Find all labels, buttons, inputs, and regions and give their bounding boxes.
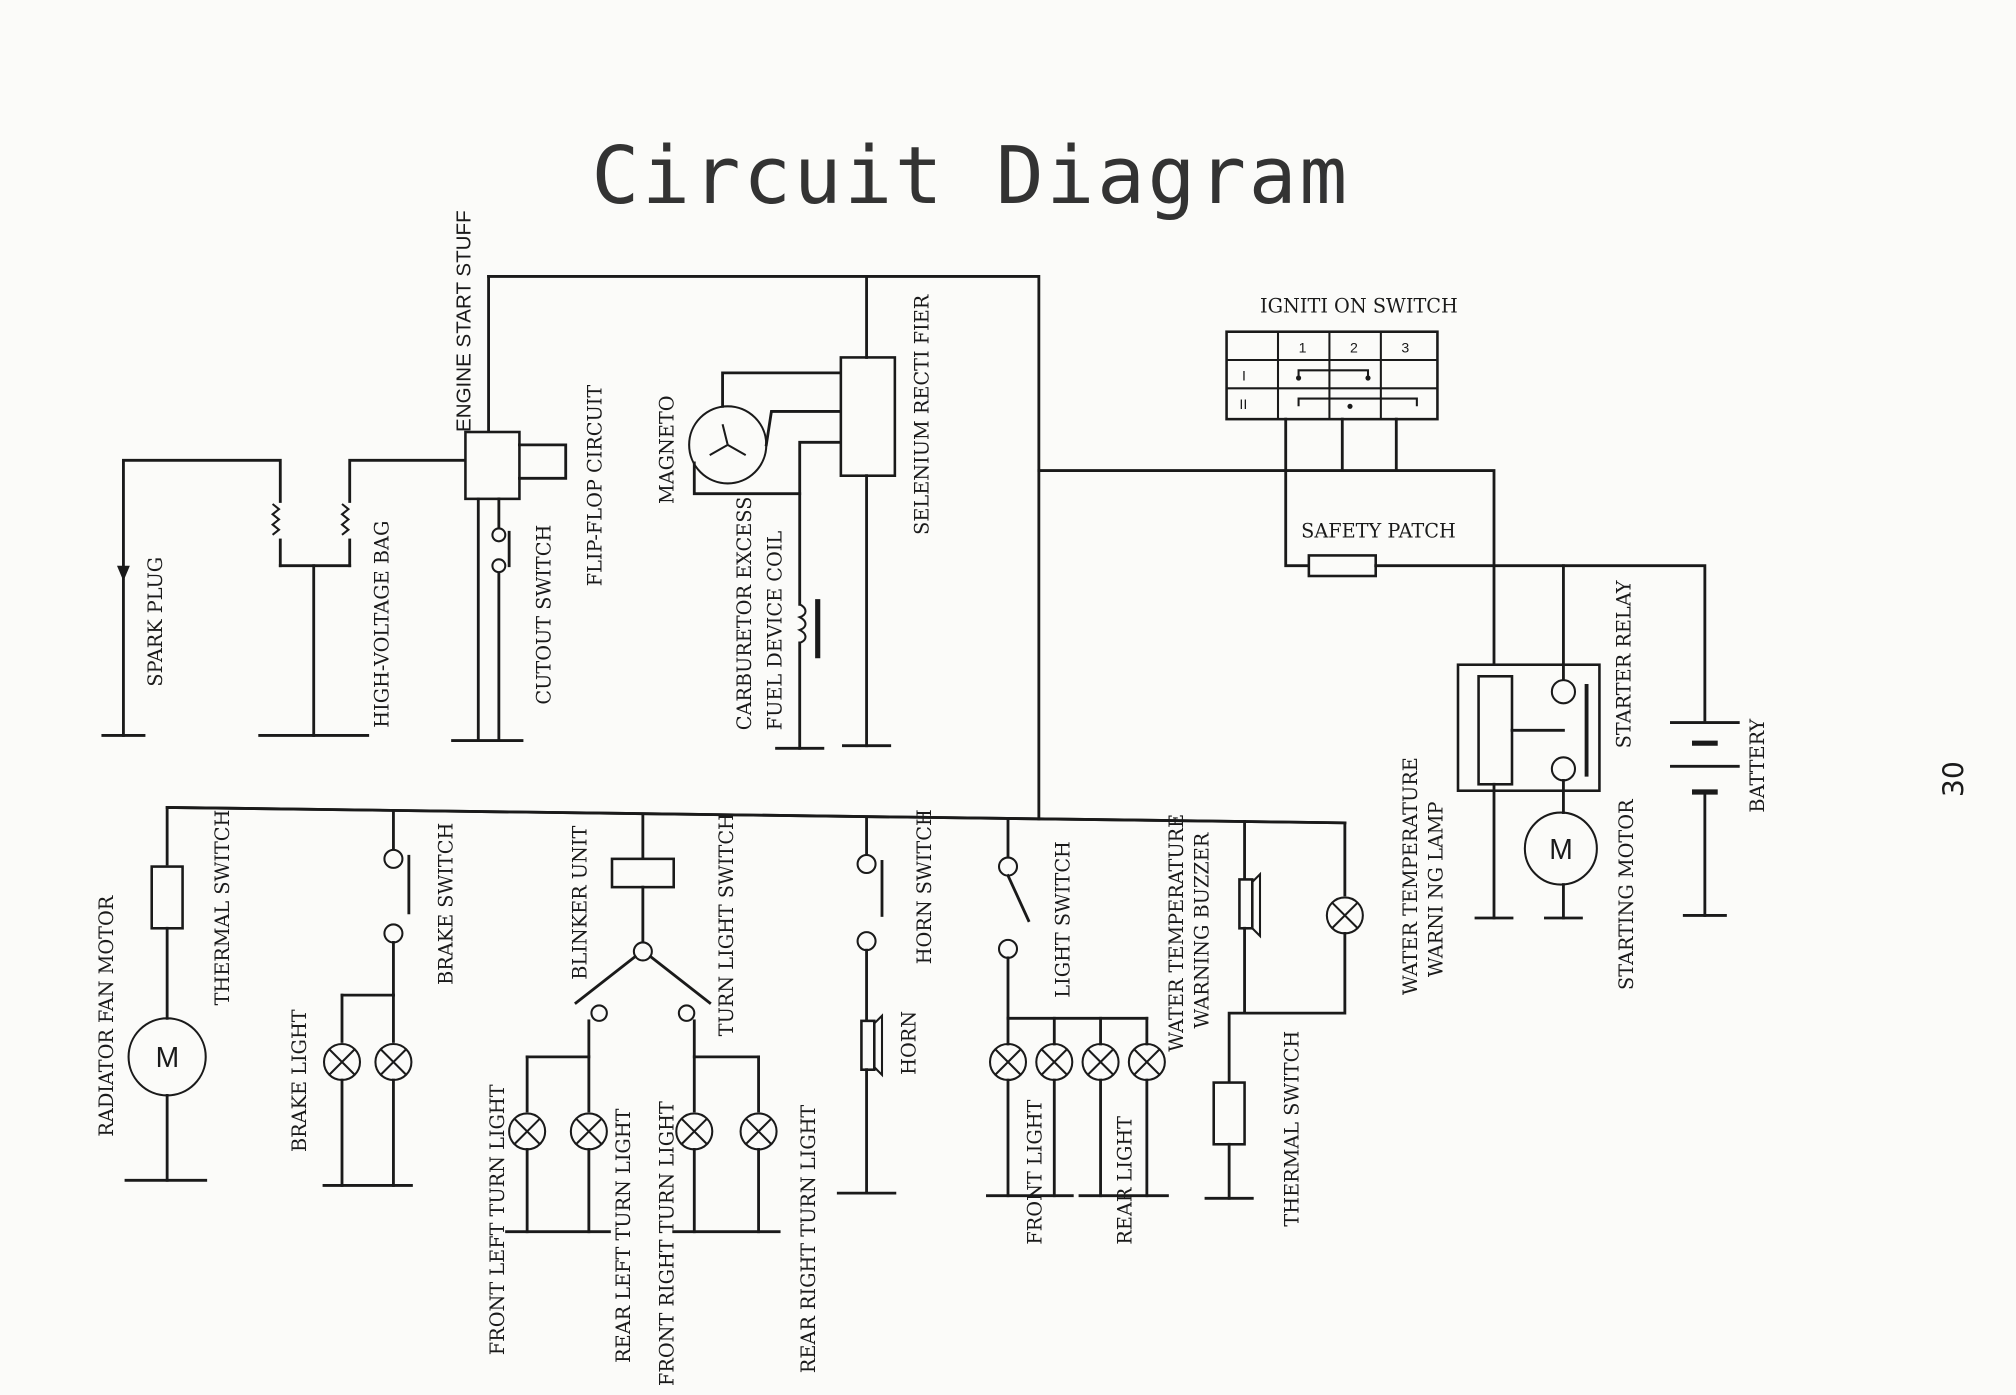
label-rear-left-turn-light: REAR LEFT TURN LIGHT: [612, 1108, 635, 1362]
starting-motor-symbol: [1523, 811, 1598, 886]
label-turn-light-switch: TURN LIGHT SWITCH: [715, 813, 738, 1036]
turn-signal-branch: [505, 813, 781, 1234]
flip-flop-group: [451, 430, 568, 742]
label-starting-motor: STARTING MOTOR: [1615, 799, 1638, 990]
page-number: 30: [1937, 761, 1970, 797]
label-front-left-turn-light: FRONT LEFT TURN LIGHT: [486, 1084, 509, 1355]
ign-row-2: II: [1239, 396, 1247, 412]
upper-wiring: [487, 275, 1496, 821]
label-fuel-device-coil: FUEL DEVICE COIL: [764, 531, 787, 731]
front-light-lamp-2: [1035, 1042, 1074, 1082]
ign-col-3: 3: [1401, 339, 1409, 355]
diagram-title: Circuit Diagram: [591, 129, 1349, 222]
thermal-switch-left-box: [150, 865, 184, 930]
label-rear-right-turn-light: REAR RIGHT TURN LIGHT: [797, 1105, 820, 1374]
label-thermal-switch-right: THERMAL SWITCH: [1281, 1031, 1304, 1227]
water-temp-branch: [1204, 820, 1364, 1200]
spark-plug-group: [101, 458, 467, 737]
buzzer-symbol: [1238, 878, 1254, 930]
thermal-switch-right-box: [1212, 1081, 1246, 1146]
label-engine-start-stuff: ENGINE START STUFF: [453, 210, 476, 432]
label-safety-patch: SAFETY PATCH: [1301, 519, 1456, 542]
label-brake-switch: BRAKE SWITCH: [435, 823, 458, 985]
rectifier-box: [839, 356, 897, 478]
label-flip-flop-circuit: FLIP-FLOP CIRCUIT: [584, 385, 607, 587]
rear-light-lamp-1: [1081, 1042, 1120, 1082]
label-magneto: MAGNETO: [656, 395, 679, 504]
ign-col-1: 1: [1299, 339, 1307, 355]
brake-light-lamp-2: [374, 1042, 413, 1082]
horn-branch: [836, 816, 897, 1195]
label-water-temp-buzzer-line2: WARNING BUZZER: [1191, 832, 1214, 1028]
rear-left-turn-lamp: [569, 1112, 608, 1151]
water-temp-warning-lamp: [1325, 896, 1364, 935]
radiator-motor-m: M: [156, 1041, 180, 1073]
label-carburetor-excess: CARBURETOR EXCESS: [733, 497, 756, 731]
label-spark-plug: SPARK PLUG: [144, 557, 167, 687]
label-battery: BATTERY: [1746, 719, 1769, 813]
label-front-light: FRONT LIGHT: [1023, 1099, 1046, 1244]
label-ignition-switch: IGNITI ON SWITCH: [1260, 294, 1458, 317]
label-radiator-fan-motor: RADIATOR FAN MOTOR: [95, 895, 118, 1136]
label-cutout-switch: CUTOUT SWITCH: [532, 525, 555, 705]
label-blinker-unit: BLINKER UNIT: [568, 826, 591, 980]
label-high-voltage-bag: HIGH-VOLTAGE BAG: [370, 521, 393, 728]
ignition-switch-table: 1 2 3 I II: [1225, 330, 1707, 722]
ign-col-2: 2: [1350, 339, 1358, 355]
label-water-temp-lamp-line2: WARNI NG LAMP: [1425, 801, 1448, 977]
label-rear-light: REAR LIGHT: [1113, 1116, 1136, 1245]
rear-light-lamp-2: [1127, 1042, 1166, 1082]
label-horn: HORN: [897, 1011, 920, 1075]
front-light-lamp-1: [988, 1042, 1028, 1082]
rear-right-turn-lamp: [739, 1112, 778, 1151]
front-right-turn-lamp: [675, 1112, 714, 1151]
flip-flop-box: [464, 430, 521, 501]
light-branch: [986, 818, 1169, 1198]
label-starter-relay: STARTER RELAY: [1612, 580, 1635, 748]
brake-branch: [322, 811, 413, 1187]
magneto-group: [688, 275, 897, 750]
label-water-temp-buzzer-line1: WATER TEMPERATURE: [1165, 814, 1188, 1052]
label-horn-switch: HORN SWITCH: [913, 809, 936, 964]
safety-patch-fuse: [1307, 554, 1378, 578]
label-selenium-rectifier: SELENIUM RECTI FIER: [910, 294, 933, 535]
label-thermal-switch-left: THERMAL SWITCH: [211, 810, 234, 1006]
starting-motor-m: M: [1549, 833, 1573, 865]
front-left-turn-lamp: [508, 1112, 547, 1151]
ign-row-1: I: [1242, 368, 1246, 384]
component-labels: ENGINE START STUFF FLIP-FLOP CIRCUIT CUT…: [95, 210, 1769, 1386]
label-water-temp-lamp-line1: WATER TEMPERATURE: [1399, 757, 1422, 995]
blinker-unit-box: [610, 857, 675, 889]
label-light-switch: LIGHT SWITCH: [1052, 841, 1075, 998]
starter-group: M: [1456, 564, 1740, 920]
horn-symbol: [860, 1019, 876, 1072]
radiator-fan-branch: M: [124, 865, 208, 1182]
label-front-right-turn-light: FRONT RIGHT TURN LIGHT: [656, 1101, 679, 1386]
lower-bus: [165, 805, 1347, 866]
brake-light-lamp-1: [322, 1042, 362, 1082]
label-brake-light: BRAKE LIGHT: [288, 1009, 311, 1152]
